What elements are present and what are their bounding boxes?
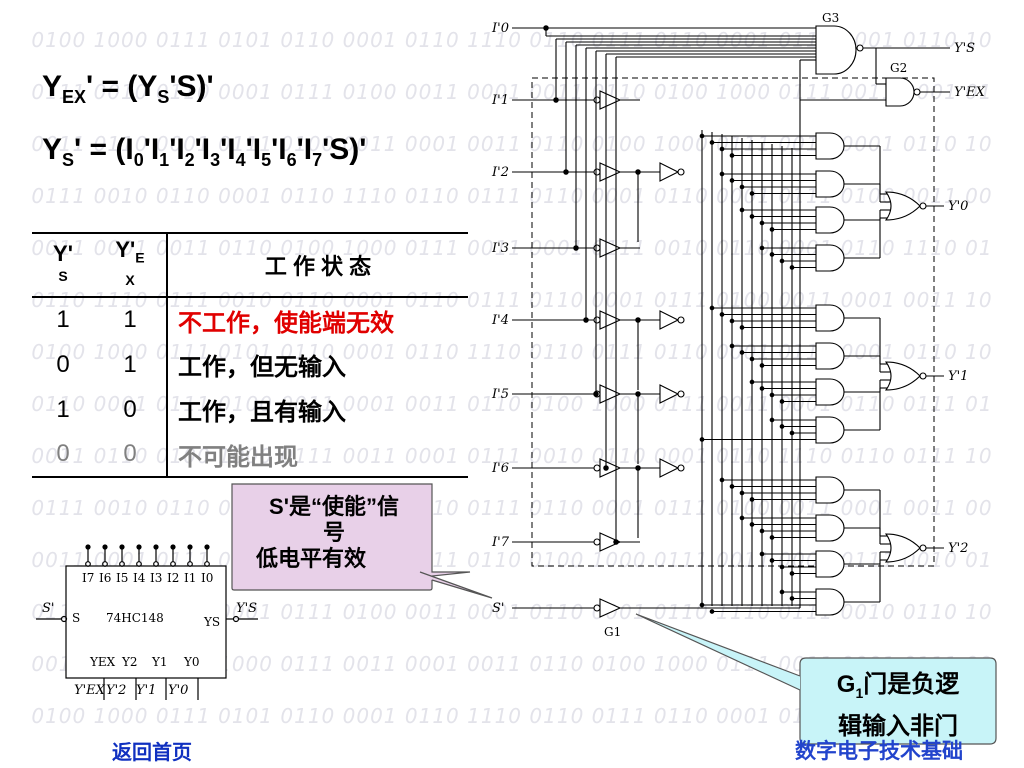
gate-g2-label: G2 bbox=[890, 61, 907, 75]
callout-g1-text: G1门是负逻 辑输入非门 bbox=[836, 671, 960, 740]
course-brand: 数字电子技术基础 bbox=[795, 740, 963, 763]
equation-yex: YEX' = (YS'S)' bbox=[42, 70, 214, 107]
chip-input-label: I2 bbox=[167, 571, 179, 585]
circuit-input-label: S' bbox=[492, 601, 504, 616]
chip-input-label: I0 bbox=[201, 571, 213, 585]
chip-input-label: I1 bbox=[184, 571, 196, 585]
output-label: Y'1 bbox=[948, 369, 968, 384]
circuit-input-label: I'2 bbox=[491, 165, 509, 180]
table-row: 1 0 工作，且有输入 bbox=[32, 387, 468, 432]
chip-output-pin: Y'2 bbox=[106, 683, 126, 698]
circuit-input-label: I'6 bbox=[491, 461, 509, 476]
background-row: 0011 0110 0100 1000 0111 0011 0001 0111 … bbox=[31, 444, 993, 468]
chip-output-pin: Y'1 bbox=[136, 683, 156, 698]
chip-input-label: I6 bbox=[99, 571, 111, 585]
cell-yex: 1 bbox=[94, 342, 168, 387]
table-row: 0 1 工作，但无输入 bbox=[32, 342, 468, 387]
cell-state: 不工作，使能端无效 bbox=[178, 309, 394, 337]
chip-pin-s: S' bbox=[42, 601, 54, 616]
chip-ys-label: YS bbox=[203, 615, 220, 629]
circuit-input-label: I'7 bbox=[491, 535, 510, 550]
circuit-input-label: I'0 bbox=[491, 21, 509, 36]
callout-g1-bubble bbox=[799, 657, 997, 745]
header-ys: Y'S bbox=[53, 241, 73, 285]
chip-s-label: S bbox=[72, 611, 80, 625]
chip-output-label: Y2 bbox=[121, 655, 138, 669]
chip-output-pin: Y'EX bbox=[74, 683, 106, 698]
chip-name: 74HC148 bbox=[106, 611, 164, 625]
output-label: Y'2 bbox=[948, 541, 968, 556]
chip-output-label: YEX bbox=[89, 655, 116, 669]
callout-s-text: S'是“使能”信 号 低电平有效 bbox=[256, 494, 399, 571]
chip-input-label: I7 bbox=[82, 571, 94, 585]
chip-output-label: Y0 bbox=[183, 655, 200, 669]
cell-state: 工作，且有输入 bbox=[178, 399, 346, 426]
output-yex-label: Y'EX bbox=[954, 85, 986, 100]
chip-input-label: I4 bbox=[133, 571, 146, 585]
circuit-input-label: I'3 bbox=[491, 241, 509, 256]
cell-yex: 0 bbox=[94, 432, 168, 477]
chip-output-pin: Y'0 bbox=[168, 683, 188, 698]
chip-input-label: I5 bbox=[116, 571, 128, 585]
cell-ys: 1 bbox=[56, 306, 70, 333]
table-row: 1 1 不工作，使能端无效 bbox=[32, 297, 468, 342]
back-home-link[interactable]: 返回首页 bbox=[112, 742, 192, 764]
callout-s-pointer bbox=[419, 571, 493, 599]
cell-yex: 0 bbox=[94, 387, 168, 432]
circuit-input-label: I'4 bbox=[491, 313, 509, 328]
equation-ys: YS' = (I0'I1'I2'I3'I4'I5'I6'I7'S)' bbox=[42, 133, 367, 170]
callout-s-bubble bbox=[231, 483, 471, 591]
circuit-input-label: I'1 bbox=[491, 93, 509, 108]
chip-output-label: Y1 bbox=[151, 655, 168, 669]
gate-g3-label: G3 bbox=[822, 11, 839, 25]
chip-input-label: I3 bbox=[150, 571, 162, 585]
cell-ys: 0 bbox=[56, 440, 70, 467]
cell-state: 工作，但无输入 bbox=[178, 354, 346, 381]
output-ys-label: Y'S bbox=[954, 41, 975, 56]
circuit-input-label: I'5 bbox=[491, 387, 509, 402]
cell-ys: 1 bbox=[56, 395, 70, 423]
cell-state: 不可能出现 bbox=[178, 443, 298, 471]
header-state: 工 作 状 态 bbox=[264, 254, 372, 279]
gate-g1-label: G1 bbox=[604, 625, 621, 639]
cell-ys: 0 bbox=[56, 350, 70, 378]
encoder-boundary bbox=[531, 77, 935, 567]
cell-yex: 1 bbox=[94, 297, 168, 342]
table-row: 0 0 不可能出现 bbox=[32, 432, 468, 477]
output-label: Y'0 bbox=[948, 199, 968, 214]
callout-g1-pointer bbox=[635, 613, 801, 691]
chip-pin-ys: Y'S bbox=[236, 601, 257, 616]
chip-74hc148 bbox=[36, 544, 258, 700]
